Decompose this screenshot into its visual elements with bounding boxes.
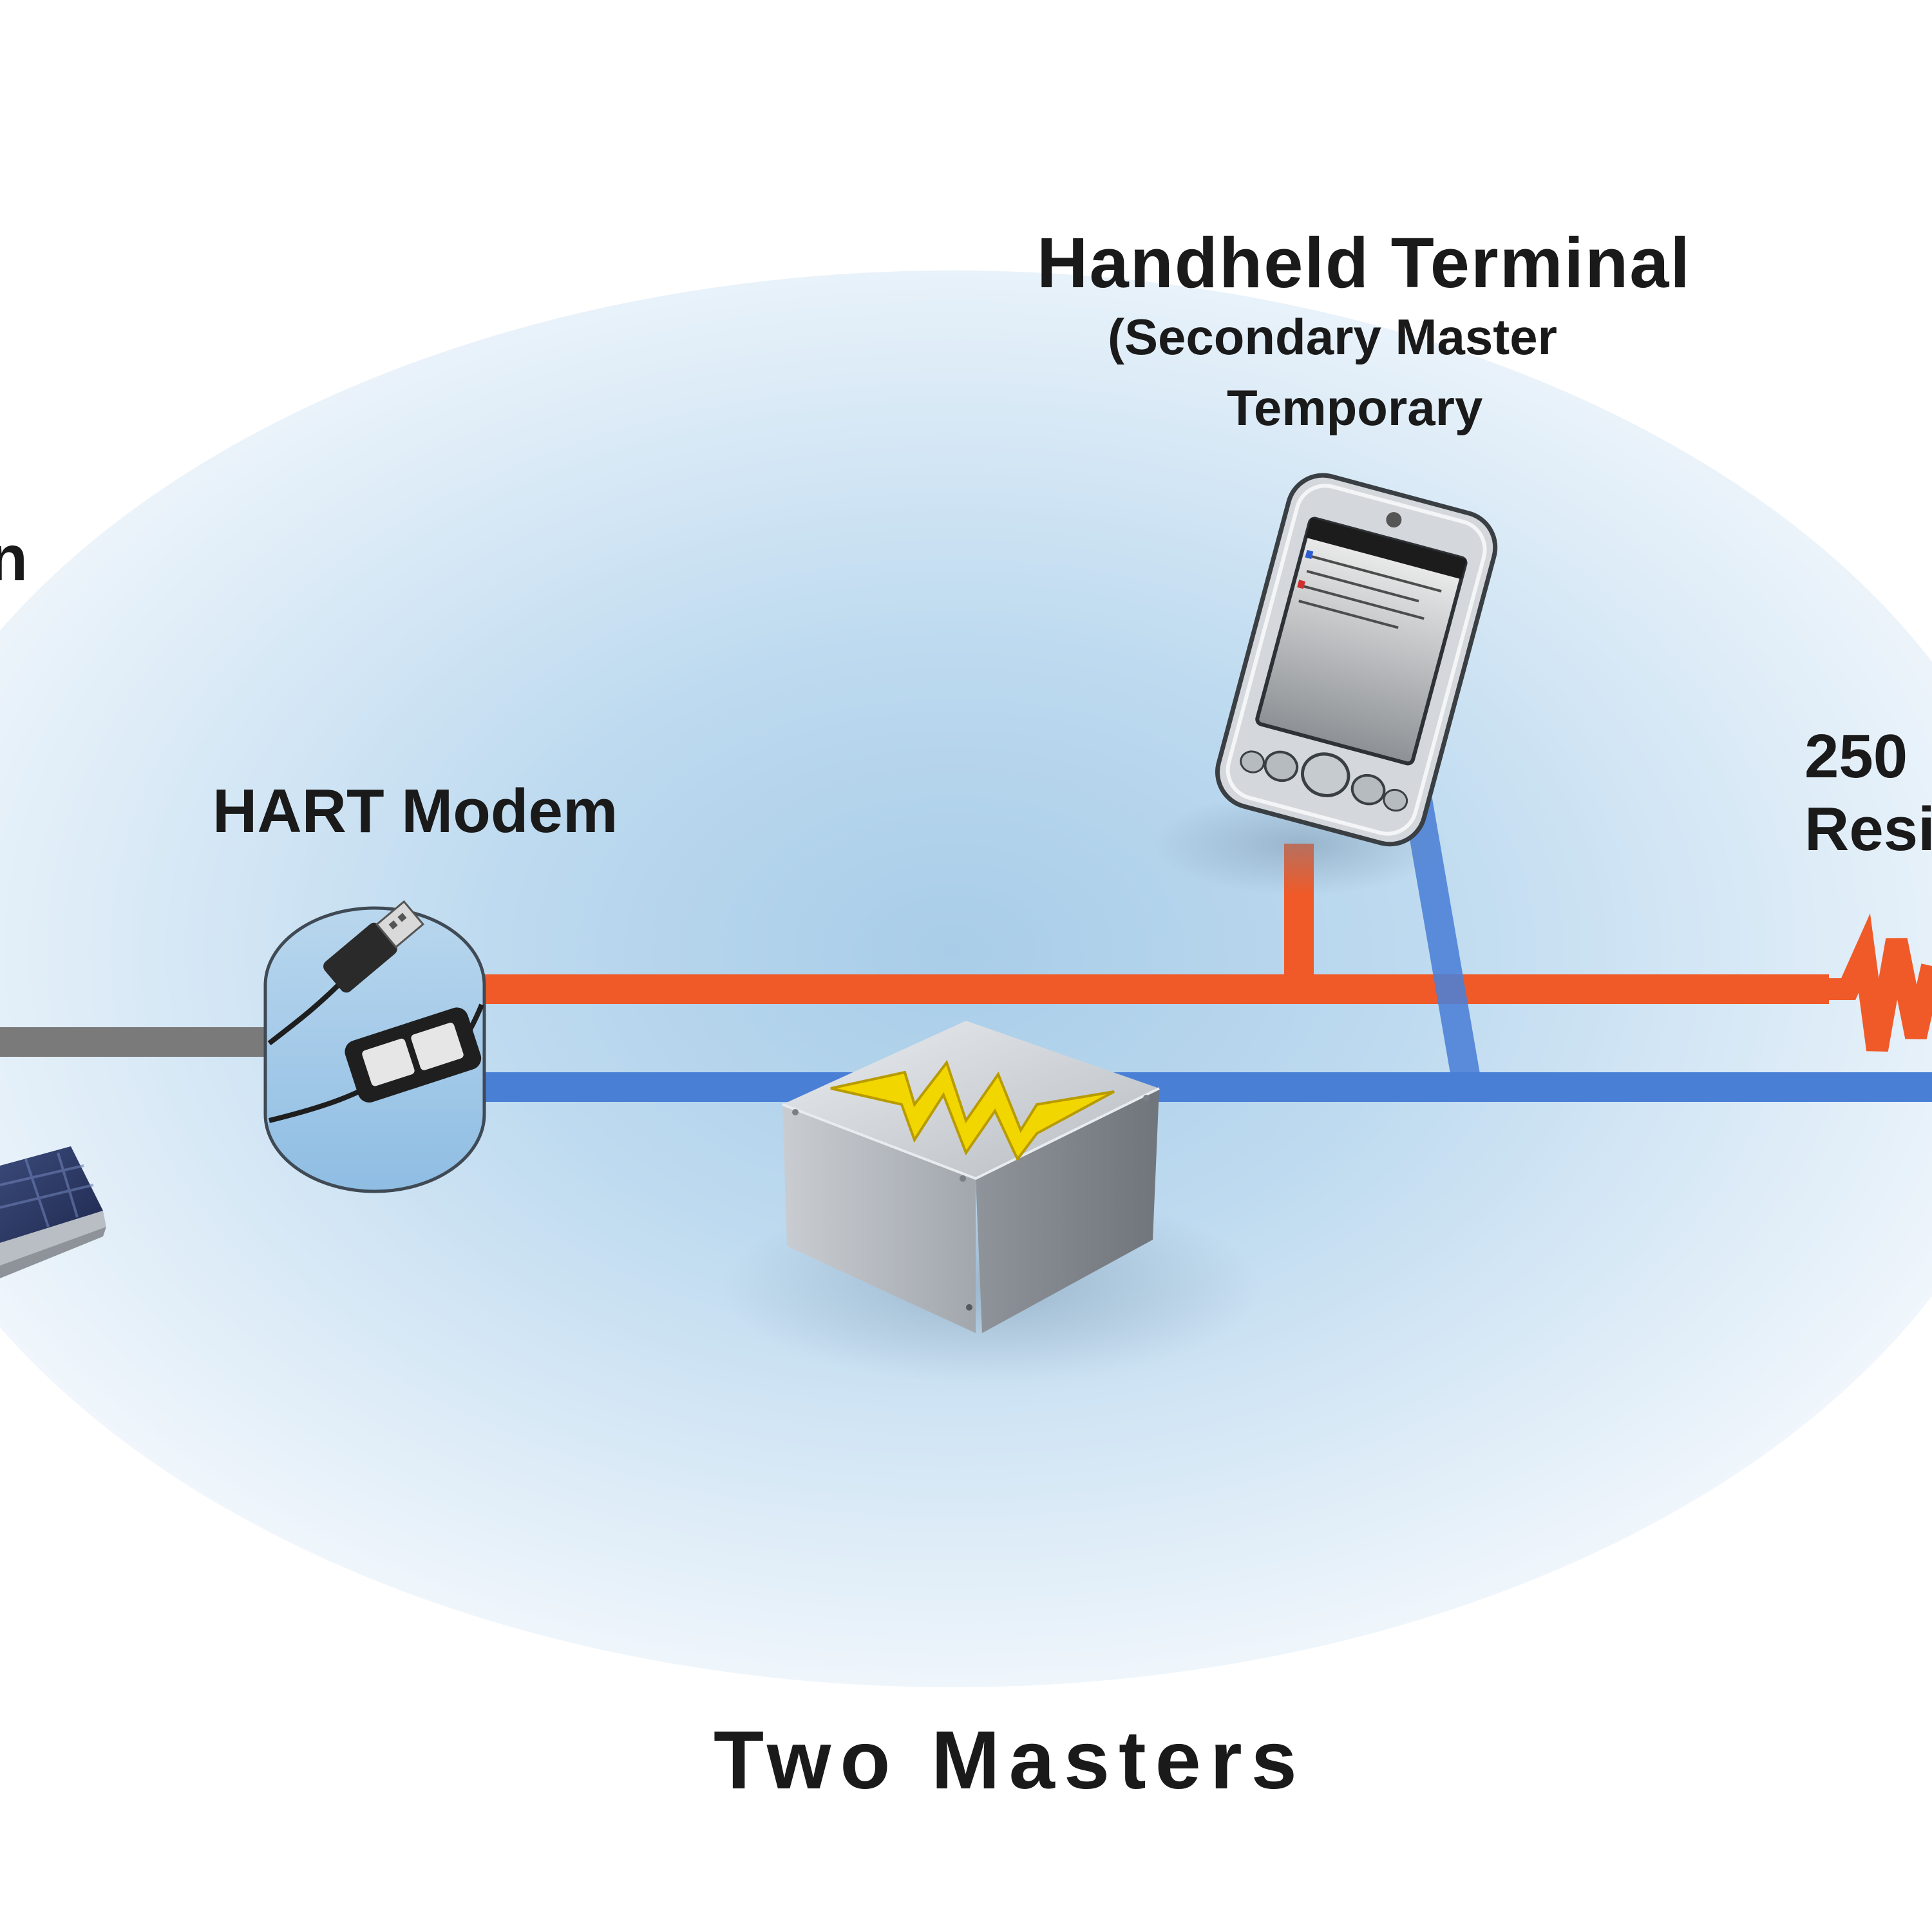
resistor-label-line-1: 250 [1804, 722, 1908, 791]
resistor-icon [1826, 913, 1932, 1052]
usb-modem-icon [263, 900, 486, 1193]
handheld-subtitle-line-2: Temporary [1227, 379, 1483, 436]
lightning-bolt-icon [830, 1059, 1115, 1162]
handheld-subtitle-line-1: (Secondary Master [1108, 308, 1557, 365]
diagram-caption: Two Masters [714, 1714, 1306, 1806]
handheld-title: Handheld Terminal [1037, 223, 1691, 303]
modem-label: HART Modem [213, 777, 618, 846]
handheld-terminal-icon [1215, 473, 1498, 847]
gray-cable [0, 1027, 278, 1057]
left-device-label: n [0, 522, 28, 594]
red-wire [480, 844, 1829, 1004]
laptop-icon [0, 1146, 106, 1278]
resistor-label-line-2: Resi [1804, 795, 1932, 864]
power-supply-box-icon [782, 1021, 1160, 1333]
